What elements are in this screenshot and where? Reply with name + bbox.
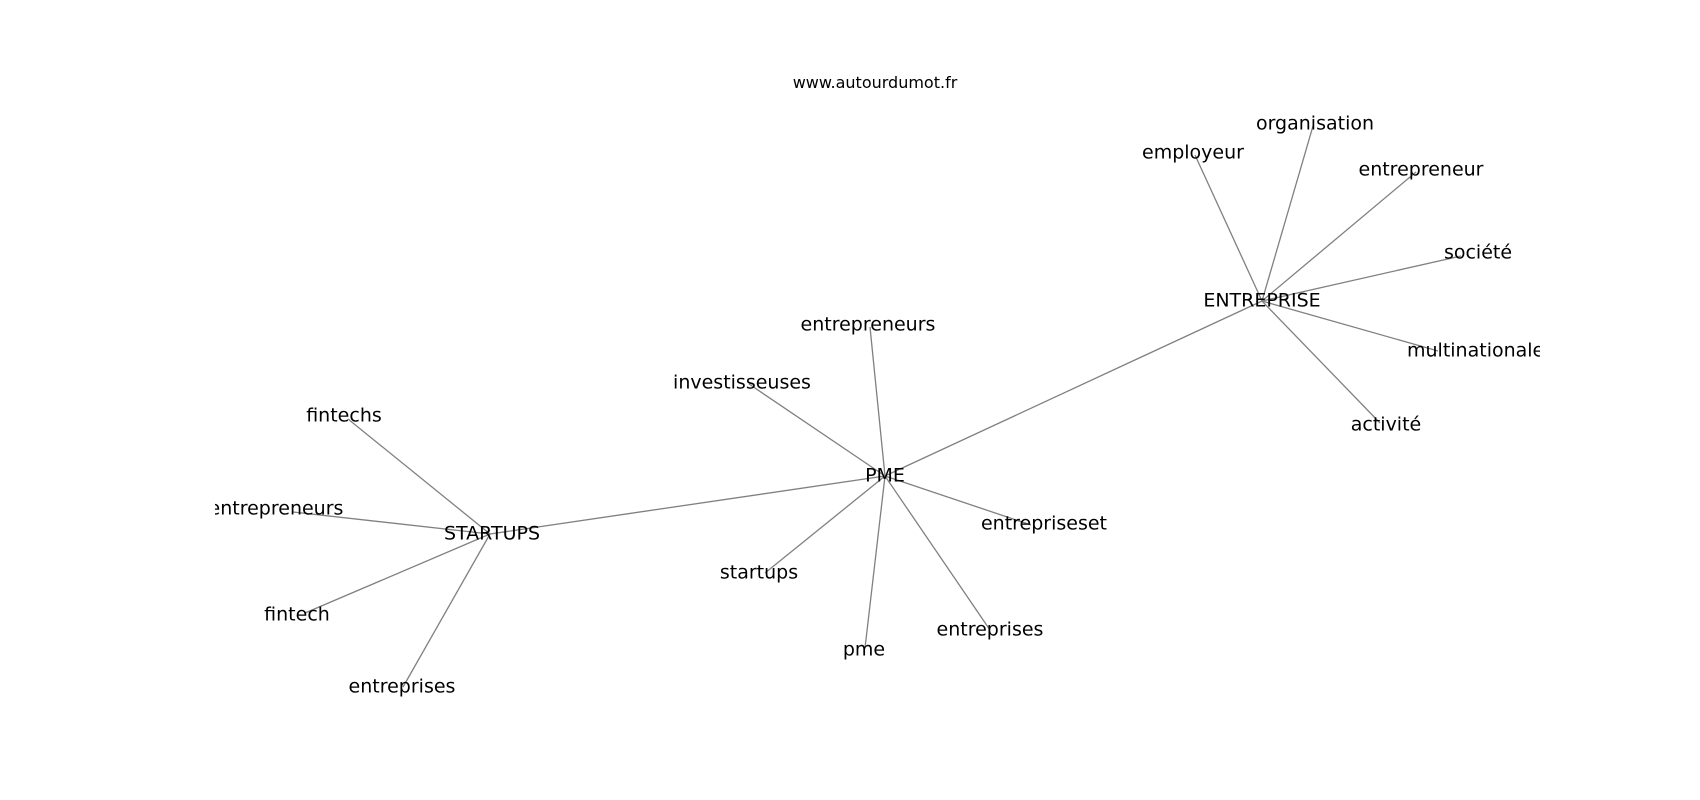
edge-startups_hub-s_entrepreneurs (292, 511, 491, 535)
node-label-p-entrepreneurs: entrepreneurs (801, 314, 936, 336)
labels-layer: PME STARTUPS ENTREPRISE employeur organisati… (209, 113, 1544, 698)
node-label-e-societe: société (1444, 242, 1512, 264)
edge-pme_hub-p_entreprises (884, 475, 991, 631)
edge-entreprise_hub-e_societe (1261, 255, 1462, 302)
node-label-s-entrepreneurs: entrepreneurs (209, 498, 344, 520)
edge-pme_hub-entreprise_hub (884, 300, 1263, 477)
node-label-s-fintechs: fintechs (306, 405, 382, 427)
site-url: www.autourdumot.fr (793, 73, 958, 92)
node-label-entreprise-hub: ENTREPRISE (1203, 290, 1320, 312)
node-label-p-investisseuses: investisseuses (673, 372, 811, 394)
edge-pme_hub-startups_hub (489, 475, 886, 535)
node-label-p-startups: startups (720, 562, 798, 584)
node-label-s-entreprises: entreprises (349, 676, 456, 698)
edge-startups_hub-s_fintech (304, 533, 491, 614)
edge-entreprise_hub-e_entrepreneur (1261, 171, 1417, 302)
node-label-s-fintech: fintech (264, 604, 330, 626)
edge-startups_hub-s_entreprises (402, 533, 491, 688)
edge-pme_hub-p_pme (864, 475, 886, 649)
edge-entreprise_hub-e_multinationale (1261, 300, 1439, 352)
node-label-e-organisation: organisation (1256, 113, 1374, 135)
edge-startups_hub-s_fintechs (347, 418, 491, 535)
edge-pme_hub-p_startups (764, 475, 886, 574)
node-label-e-entrepreneur: entrepreneur (1359, 159, 1484, 181)
edge-pme_hub-p_investisseuses (748, 383, 886, 477)
edge-pme_hub-p_entrepriseset (884, 475, 1032, 526)
node-label-e-activite: activité (1351, 414, 1421, 436)
node-label-pme-hub: PME (865, 465, 905, 487)
node-label-p-pme: pme (843, 639, 885, 661)
edge-pme_hub-p_entrepreneurs (869, 326, 886, 477)
edge-entreprise_hub-e_activite (1261, 300, 1381, 424)
node-label-e-employeur: employeur (1142, 142, 1244, 164)
node-label-startups-hub: STARTUPS (444, 523, 540, 545)
node-label-p-entreprises: entreprises (937, 619, 1044, 641)
edges-layer (292, 125, 1462, 688)
node-label-e-multinationale: multinationale (1407, 340, 1544, 362)
edge-entreprise_hub-e_employeur (1194, 154, 1263, 302)
node-label-p-entrepriseset: entrepriseset (981, 513, 1107, 535)
edge-entreprise_hub-e_organisation (1261, 125, 1314, 302)
